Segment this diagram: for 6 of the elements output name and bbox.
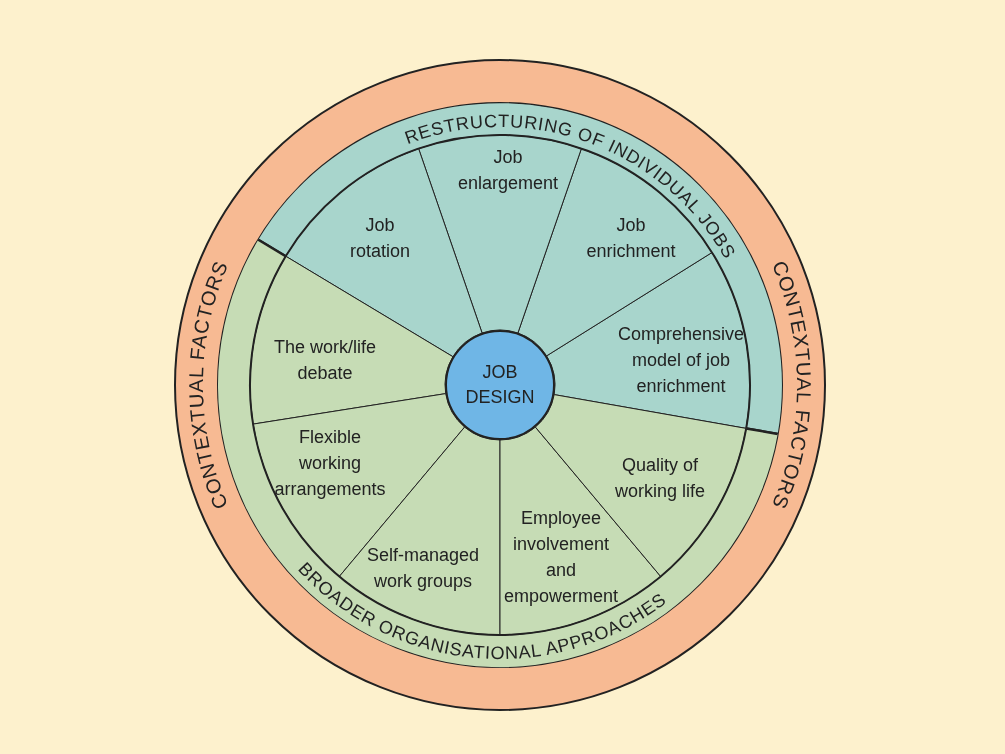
segment-label: Comprehensive model of job enrichment [606, 321, 756, 399]
segment-label: Job enlargement [455, 144, 561, 196]
segment-label: Quality of working life [612, 452, 708, 504]
segment-label: Job rotation [340, 212, 420, 264]
segment-label: The work/life debate [260, 334, 390, 386]
outer-ring [175, 60, 825, 710]
